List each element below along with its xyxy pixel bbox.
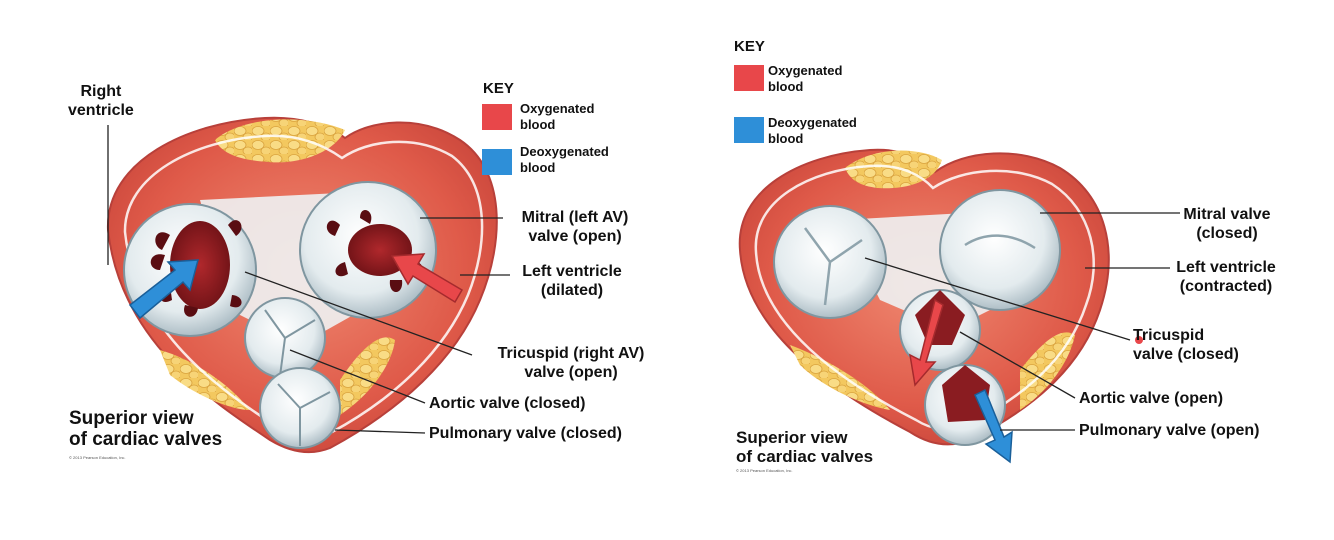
right-pulmonary-valve-open (924, 364, 1006, 446)
left-aortic-valve-closed (244, 297, 326, 379)
label-tricuspid-open: Tricuspid (right AV) valve (open) (497, 345, 645, 381)
cursor-dot (1135, 336, 1143, 344)
label-tricuspid-closed: Tricuspid valve (closed) (1133, 327, 1239, 363)
right-key-deoxygenated-label: Deoxygenated blood (768, 115, 857, 146)
left-key-oxygenated-swatch (482, 104, 512, 130)
label-pulmonary-open: Pulmonary valve (open) (1079, 422, 1260, 439)
left-key-deoxygenated-label: Deoxygenated blood (520, 144, 609, 175)
left-heart (106, 116, 510, 454)
label-aortic-open: Aortic valve (open) (1079, 390, 1224, 407)
left-red-arrow (390, 253, 464, 304)
label-mitral-closed: Mitral valve (closed) (1183, 206, 1271, 242)
right-copyright: © 2013 Pearson Education, Inc. (736, 468, 793, 473)
left-fat-bottom (160, 350, 250, 410)
left-pulmonary-valve-closed (259, 367, 341, 449)
right-key-deoxygenated-swatch (734, 117, 764, 143)
right-key-title: KEY (734, 38, 765, 55)
left-blue-arrow (128, 259, 199, 320)
left-mitral-valve-open (299, 181, 437, 319)
left-title: Superior view of cardiac valves (69, 408, 223, 450)
left-key-deoxygenated-swatch (482, 149, 512, 175)
label-aortic-closed: Aortic valve (closed) (429, 395, 586, 412)
right-heart (738, 148, 1180, 464)
left-key-title: KEY (483, 80, 514, 97)
left-copyright: © 2013 Pearson Education, Inc. (69, 455, 126, 460)
label-mitral-open: Mitral (left AV) valve (open) (521, 209, 629, 245)
left-fat-right (340, 337, 395, 415)
right-title: Superior view of cardiac valves (736, 428, 874, 466)
right-fat-bottom (790, 345, 890, 410)
right-mitral-valve-closed (939, 189, 1061, 311)
left-fat-top (215, 119, 345, 163)
label-pulmonary-closed: Pulmonary valve (closed) (429, 425, 622, 442)
label-right-ventricle: Right ventricle (68, 83, 134, 119)
right-fat-top (845, 150, 942, 189)
right-key-oxygenated-label: Oxygenated blood (768, 63, 843, 94)
label-left-ventricle-dilated: Left ventricle (dilated) (522, 263, 622, 299)
right-key-oxygenated-swatch (734, 65, 764, 91)
label-left-ventricle-contracted: Left ventricle (contracted) (1176, 259, 1276, 295)
right-blue-arrow (974, 388, 1013, 464)
right-tricuspid-valve-closed (773, 205, 887, 319)
left-key-oxygenated-label: Oxygenated blood (520, 101, 595, 132)
right-red-arrow (909, 298, 944, 387)
